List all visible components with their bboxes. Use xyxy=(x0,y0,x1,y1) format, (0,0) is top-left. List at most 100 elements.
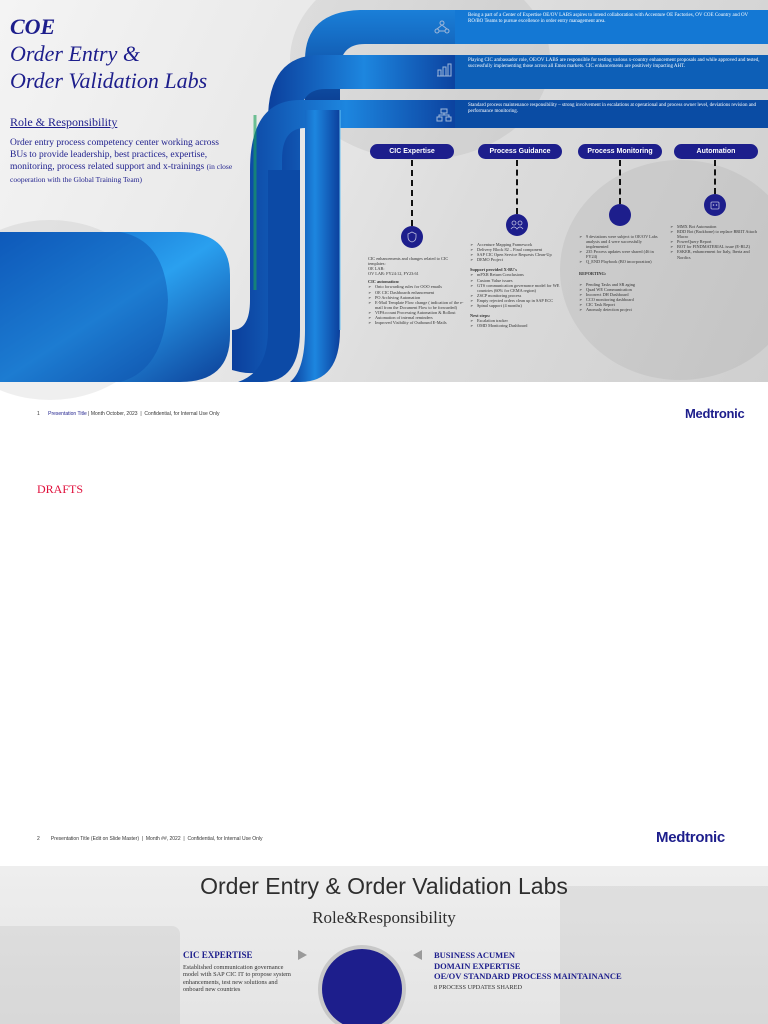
list-item: Empty rejected orders clean up in SAP EC… xyxy=(470,298,572,303)
group-icon xyxy=(506,214,528,236)
column-process-guidance: Accenture Mapping Framework Delivery Blo… xyxy=(470,242,572,329)
role-description: Order entry process competency center wo… xyxy=(10,138,235,186)
col2-list-next: Escalation tracker OMD Monitoring Dashbo… xyxy=(470,318,572,328)
shield-icon xyxy=(401,226,423,248)
band-collaboration: Being a part of a Center of Expertise OE… xyxy=(455,10,768,44)
list-item: ESKER, enhancement for Italy, Iberia and… xyxy=(670,249,762,259)
center-circle xyxy=(322,949,402,1024)
footer-separator: | xyxy=(88,411,90,417)
title-line-2: Order Validation Labs xyxy=(10,68,208,93)
list-item: Escalation tracker xyxy=(470,318,572,323)
process-updates-text: 8 PROCESS UPDATES SHARED xyxy=(434,984,523,991)
list-item: Q_END Playbook (BO incorporation) xyxy=(579,259,659,264)
col3-list-top: 9 deviations were subject to OE/OV Labs … xyxy=(579,234,659,265)
list-item: Onto forwarding rules for OOO emails xyxy=(368,284,466,289)
footer-presentation-title: Presentation Title (Edit on Slide Master… xyxy=(50,836,140,842)
list-item: OE CIC Dashboards enhancement xyxy=(368,290,466,295)
cic-expertise-body: Established communication governance mod… xyxy=(183,964,291,994)
list-item: Delivery Block 82 – Final component xyxy=(470,247,572,252)
list-item: VIPAccount Processing Automation & Rollo… xyxy=(368,310,466,315)
pipe-graphic xyxy=(0,10,460,382)
list-item: Improved Visibility of Outbound E-Mails xyxy=(368,320,466,325)
list-item: DEMO Project xyxy=(470,257,572,262)
col2-list-top: Accenture Mapping Framework Delivery Blo… xyxy=(470,242,572,262)
col1-automation-heading: CIC automation: xyxy=(368,279,400,285)
list-item: 9 deviations were subject to OE/OV Labs … xyxy=(579,234,659,249)
col4-list: MMX Bot Automation RDD Bot (Backbone) to… xyxy=(670,224,762,260)
footer-separator: | xyxy=(140,836,145,842)
footer-confidential: Confidential, for Internal Use Only xyxy=(187,836,263,842)
list-item: mPXR Return Conclusions xyxy=(470,272,572,277)
list-item: MMX Bot Automation xyxy=(670,224,762,229)
col3-reporting-heading: REPORTING: xyxy=(579,270,607,276)
bg-photo-shade xyxy=(560,886,768,1024)
footer-separator: | xyxy=(182,836,187,842)
slide-2: DRAFTS 2 Presentation Title (Edit on Sli… xyxy=(0,432,768,864)
network-icon xyxy=(434,20,450,34)
bg-photo-shade xyxy=(560,160,768,380)
band-cic-ambassador: Playing CIC ambassador role, OE/OV LABS … xyxy=(455,55,768,89)
pill-automation: Automation xyxy=(674,144,758,159)
list-item: CCO monitoring dashboard xyxy=(579,297,659,302)
list-item: BOT for FINDMATERIAL issue (E-BLZ) xyxy=(670,244,762,249)
list-item: E-Mail Template Flow change ( indication… xyxy=(368,300,466,310)
col1-line: OV LAB: FY24:12, FY23:61 xyxy=(368,271,419,277)
list-item: Spinal support (4 months) xyxy=(470,303,572,308)
col1-intro: CIC enhancements and changes related to … xyxy=(368,256,449,267)
role-description-note: (in close cooperation with the Global Tr… xyxy=(10,162,233,184)
list-item: PowerQuery Report xyxy=(670,239,762,244)
list-item: Accenture Mapping Framework xyxy=(470,242,572,247)
cic-expertise-heading: CIC EXPERTISE xyxy=(183,950,253,960)
footer-confidential: Confidential, for Internal Use Only xyxy=(144,411,220,417)
page-number: 1 xyxy=(37,411,40,417)
list-item: Pending Tasks and SR aging xyxy=(579,282,659,287)
list-item: Quad WE Communication xyxy=(579,287,659,292)
connector-line xyxy=(411,160,413,226)
arrow-left-icon xyxy=(413,950,422,960)
heading-line: OE/OV STANDARD PROCESS MAINTAINANCE xyxy=(434,971,622,981)
footer-date: Month ##, 2022 xyxy=(145,836,181,842)
list-item: ZSCP monitoring process xyxy=(470,293,572,298)
slide-3-subtitle: Role&Responsibility xyxy=(312,908,456,927)
heading-line: DOMAIN EXPERTISE xyxy=(434,960,521,971)
list-item: OMD Monitoring Dashboard xyxy=(470,323,572,328)
heading-line: BUSINESS ACUMEN xyxy=(434,950,516,960)
band-text: Standard process maintenance responsibil… xyxy=(468,103,756,115)
bg-photo-shade xyxy=(0,926,180,1024)
slide-footer: 1 Presentation Title | Month October, 20… xyxy=(37,411,219,417)
list-item: Custom Value issues xyxy=(470,278,572,283)
role-heading: Role & Responsibility xyxy=(10,115,118,129)
band-text: Being a part of a Center of Expertise OE… xyxy=(468,13,749,25)
list-item: PO Archiving Automation xyxy=(368,295,466,300)
pill-process-monitoring: Process Monitoring xyxy=(578,144,662,159)
list-item: Anomaly detection project xyxy=(579,307,659,312)
slide-3-title: Order Entry & Order Validation Labs xyxy=(200,873,568,899)
footer-presentation-title[interactable]: Presentation Title xyxy=(48,411,87,417)
column-cic-expertise: CIC enhancements and changes related to … xyxy=(368,256,466,325)
role-description-main: Order entry process competency center wo… xyxy=(10,138,219,172)
band-process-maintenance: Standard process maintenance responsibil… xyxy=(455,100,768,128)
org-chart-icon xyxy=(436,108,452,122)
monitor-icon xyxy=(609,204,631,226)
list-item: SAP CIC Open Service Requests Clean-Up xyxy=(470,252,572,257)
robot-icon xyxy=(704,194,726,216)
business-acumen-heading: BUSINESS ACUMEN DOMAIN EXPERTISE OE/OV S… xyxy=(434,950,622,982)
title-line-1: Order Entry & xyxy=(10,41,140,66)
medtronic-logo: Medtronic xyxy=(685,406,745,421)
band-text: Playing CIC ambassador role, OE/OV LABS … xyxy=(468,58,760,70)
page-title: Order Entry & Order Validation Labs xyxy=(10,40,310,94)
list-item: Automation of internal reminders xyxy=(368,315,466,320)
slide-footer: 2 Presentation Title (Edit on Slide Mast… xyxy=(37,836,263,842)
pill-process-guidance: Process Guidance xyxy=(478,144,562,159)
col1-line: OE LAB: xyxy=(368,266,385,272)
list-item: RDD Bot (Backbone) to replace BRIIT Atta… xyxy=(670,229,762,239)
medtronic-logo: Medtronic xyxy=(656,829,725,846)
column-automation: MMX Bot Automation RDD Bot (Backbone) to… xyxy=(670,224,762,260)
col2-next-heading: Next steps: xyxy=(470,313,491,319)
page-number: 2 xyxy=(37,836,40,842)
col3-list-reporting: Pending Tasks and SR aging Quad WE Commu… xyxy=(579,282,659,313)
col2-list-support: mPXR Return Conclusions Custom Value iss… xyxy=(470,272,572,308)
arrow-right-icon xyxy=(298,950,307,960)
pill-cic-expertise: CIC Expertise xyxy=(370,144,454,159)
list-item: 235 Process updates were shared (46 in F… xyxy=(579,249,659,259)
